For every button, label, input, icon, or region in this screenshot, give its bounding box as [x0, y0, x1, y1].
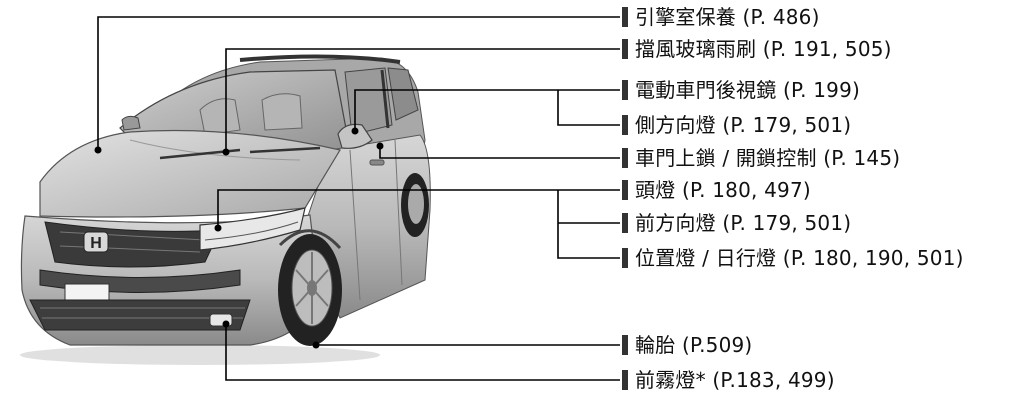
door-mirror: [337, 123, 373, 149]
label-fog: 前霧燈* (P.183, 499): [622, 367, 835, 393]
label-door-lock: 車門上鎖 / 開鎖控制 (P. 145): [622, 145, 900, 171]
leader-wiper: [225, 48, 620, 152]
label-headlight: 頭燈 (P. 180, 497): [622, 177, 811, 203]
label-marker: [622, 335, 628, 355]
label-marker: [622, 39, 628, 59]
front-wheel: [278, 234, 342, 346]
rear-wheel: [401, 173, 429, 237]
leader-fog: [225, 324, 620, 381]
label-marker: [622, 248, 628, 268]
hood: [39, 129, 341, 218]
leader-engine: [97, 16, 620, 150]
label-marker: [622, 370, 628, 390]
label-marker: [622, 213, 628, 233]
label-wiper: 擋風玻璃雨刷 (P. 191, 505): [622, 36, 892, 62]
label-marker: [622, 115, 628, 135]
headlight: [199, 207, 306, 251]
side-window-front: [344, 67, 393, 136]
label-marker: [622, 148, 628, 168]
label-marker: [622, 80, 628, 100]
car-illustration: H: [20, 54, 431, 365]
label-side-signal: 側方向燈 (P. 179, 501): [622, 112, 851, 138]
leader-dots: [94, 127, 384, 349]
leader-door-lock: [379, 146, 620, 159]
label-front-signal: 前方向燈 (P. 179, 501): [622, 210, 851, 236]
label-marker: [622, 180, 628, 200]
leader-lamp-bracket: [557, 190, 620, 259]
leader-lines: [97, 16, 620, 381]
label-tire: 輪胎 (P.509): [622, 332, 752, 358]
label-position-drl: 位置燈 / 日行燈 (P. 180, 190, 501): [622, 245, 964, 271]
side-window-rear: [387, 67, 419, 121]
label-engine: 引擎室保養 (P. 486): [622, 4, 820, 30]
leader-mirror-bracket: [557, 90, 620, 126]
leader-headlight: [217, 189, 620, 228]
label-mirror: 電動車門後視鏡 (P. 199): [622, 77, 860, 103]
leader-mirror: [354, 89, 558, 131]
honda-logo: H: [90, 235, 102, 252]
label-marker: [622, 7, 628, 27]
